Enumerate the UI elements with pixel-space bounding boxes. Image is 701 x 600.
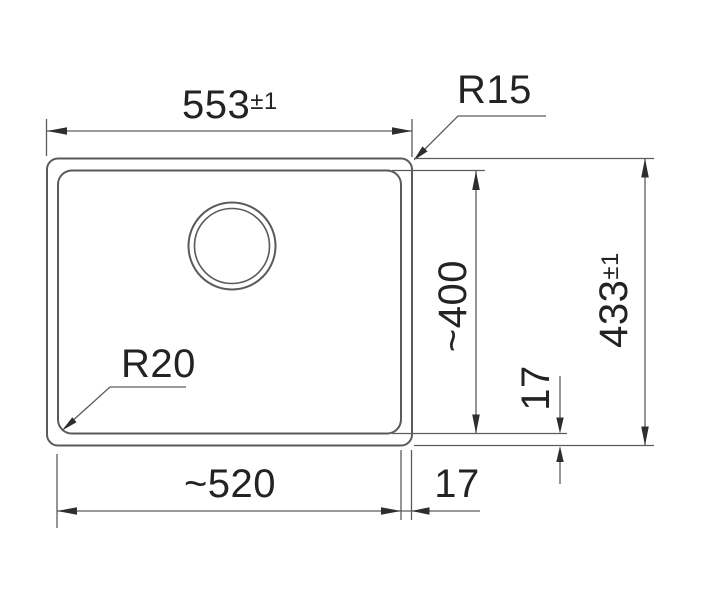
arrowhead-bottom xyxy=(472,414,480,434)
dim-outer-height-label: 433±1 xyxy=(592,252,636,348)
drain-inner-circle xyxy=(193,207,271,285)
dim-bowl-depth: ~400 xyxy=(392,169,567,435)
dim-tolerance: ±1 xyxy=(250,88,278,115)
arrowhead-top xyxy=(472,171,480,190)
dim-rim-right-label: 17 xyxy=(434,462,480,506)
sink-outline xyxy=(46,157,413,447)
dim-bowl-width: ~520 17 xyxy=(56,450,480,528)
dim-value: 553 xyxy=(182,83,250,127)
dim-value: 433 xyxy=(592,280,636,348)
arrowhead-right xyxy=(392,127,412,135)
arrowhead-top xyxy=(641,158,649,178)
leader-radius-top-right: R15 xyxy=(413,68,546,161)
dim-outer-width: 553±1 xyxy=(45,83,413,157)
leader-line xyxy=(415,115,546,159)
sink-outer-edge xyxy=(46,157,413,447)
arrowhead-left xyxy=(47,127,67,135)
arrowhead-right xyxy=(381,507,401,515)
dim-bowl-width-label: ~520 xyxy=(184,462,276,506)
radius-top-right-label: R15 xyxy=(457,68,532,112)
leader-line xyxy=(64,386,186,429)
dim-tolerance: ±1 xyxy=(597,252,624,280)
arrowhead-down xyxy=(556,417,564,434)
dim-outer-width-label: 553±1 xyxy=(182,83,278,127)
arrowhead xyxy=(413,146,428,161)
dim-bowl-depth-label: ~400 xyxy=(431,260,475,352)
drain-outer-circle xyxy=(187,201,277,291)
arrowhead-left xyxy=(57,507,77,515)
arrowhead-bottom xyxy=(641,426,649,446)
arrowhead-up xyxy=(556,446,564,462)
arrowhead-rim-left xyxy=(411,507,430,515)
dim-rim-bottom: 17 xyxy=(514,365,564,484)
leader-radius-bottom-left: R20 xyxy=(62,342,196,431)
dim-rim-bottom-label: 17 xyxy=(514,365,558,411)
sink-bowl-edge xyxy=(57,169,402,435)
dim-outer-height: 433±1 xyxy=(414,157,654,447)
radius-bottom-left-label: R20 xyxy=(121,342,196,386)
arrowhead xyxy=(62,417,77,431)
